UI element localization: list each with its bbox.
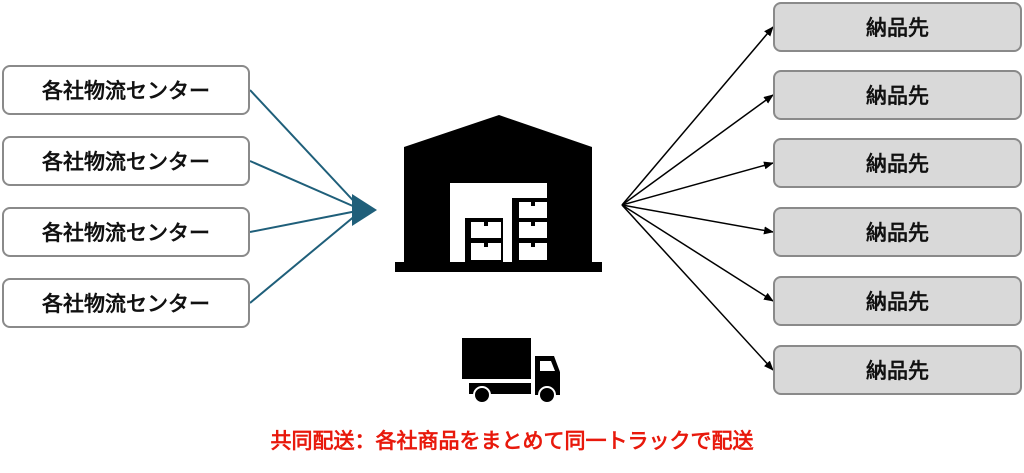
inbound-arrows	[249, 89, 363, 304]
destination-box: 納品先	[773, 138, 1022, 188]
source-box: 各社物流センター	[2, 278, 250, 328]
caption: 共同配送：各社商品をまとめて同一トラックで配送	[270, 429, 754, 453]
warehouse-icon	[395, 115, 602, 272]
source-box: 各社物流センター	[2, 136, 250, 186]
destination-box: 納品先	[773, 345, 1022, 395]
inbound-arrowhead-icon	[352, 194, 377, 226]
source-box: 各社物流センター	[2, 207, 250, 257]
destination-box: 納品先	[773, 207, 1022, 257]
destination-box: 納品先	[773, 70, 1022, 120]
truck-icon	[462, 338, 560, 404]
source-box: 各社物流センター	[2, 65, 250, 115]
destination-box: 納品先	[773, 2, 1022, 52]
outbound-arrows	[621, 26, 774, 371]
destination-box: 納品先	[773, 276, 1022, 326]
